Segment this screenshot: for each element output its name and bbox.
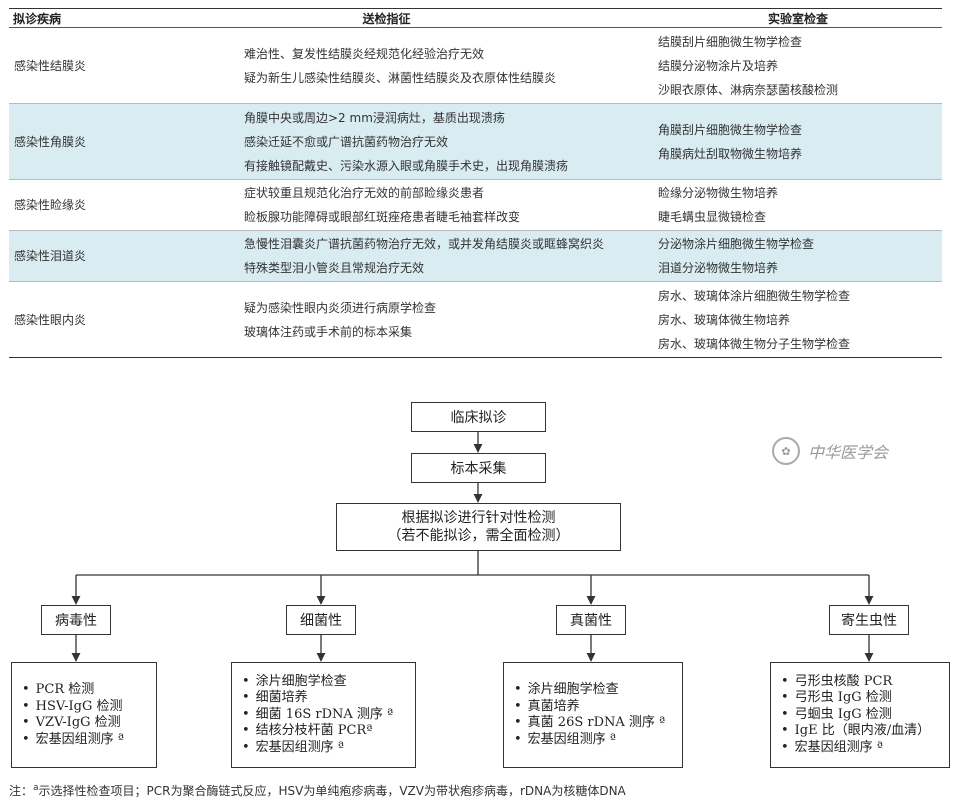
test-item: 弓蛔虫 IgG 检测 [781, 707, 930, 724]
category-viral-label: 病毒性 [55, 613, 97, 629]
table-row: 感染性睑缘炎症状较重且规范化治疗无效的前部睑缘炎患者睑板腺功能障碍或眼部红斑痤疮… [9, 179, 942, 231]
tests-fungal-list: 涂片细胞学检查真菌培养真菌 26S rDNA 测序 ª宏基因组测序 ª [514, 682, 666, 749]
test-item: 涂片细胞学检查 [514, 682, 665, 699]
cell-tests: 房水、玻璃体涂片细胞微生物学检查房水、玻璃体微生物培养房水、玻璃体微生物分子生物… [654, 281, 942, 358]
header-indication: 送检指征 [119, 8, 654, 28]
step-clinical-diagnosis: 临床拟诊 [411, 402, 546, 432]
header-disease: 拟诊疾病 [9, 8, 119, 28]
cell-indications: 疑为感染性眼内炎须进行病原学检查玻璃体注药或手术前的标本采集 [119, 281, 654, 358]
test-line: 睫毛螨虫显微镜检查 [658, 210, 767, 224]
table-row: 感染性眼内炎疑为感染性眼内炎须进行病原学检查玻璃体注药或手术前的标本采集房水、玻… [9, 281, 942, 358]
test-line: 房水、玻璃体微生物培养 [658, 312, 791, 327]
header-tests: 实验室检查 [654, 8, 942, 28]
test-item: 真菌 26S rDNA 测序 ª [514, 715, 666, 732]
table-row: 感染性结膜炎难治性、复发性结膜炎经规范化经验治疗无效疑为新生儿感染性结膜炎、淋菌… [9, 27, 942, 104]
step-sample-collection: 标本采集 [411, 453, 546, 483]
cell-indications: 急慢性泪囊炎广谱抗菌药物治疗无效，或并发角结膜炎或眶蜂窝织炎特殊类型泪小管炎且常… [119, 230, 654, 282]
indication-line: 特殊类型泪小管炎且常规治疗无效 [244, 261, 425, 275]
test-item: 宏基因组测序 ª [514, 732, 665, 749]
test-line: 角膜刮片细胞微生物学检查 [658, 122, 803, 137]
cell-disease: 感染性角膜炎 [9, 103, 119, 180]
test-item: 细菌 16S rDNA 测序 ª [242, 707, 394, 724]
tests-parasitic-list: 弓形虫核酸 PCR弓形虫 IgG 检测弓蛔虫 IgG 检测IgE 比（眼内液/血… [781, 674, 930, 757]
test-line: 房水、玻璃体涂片细胞微生物学检查 [658, 288, 851, 303]
cell-tests: 分泌物涂片细胞微生物学检查泪道分泌物微生物培养 [654, 230, 942, 282]
test-item: 宏基因组测序 ª [781, 740, 930, 757]
indication-line: 玻璃体注药或手术前的标本采集 [244, 324, 413, 339]
cell-disease: 感染性结膜炎 [9, 27, 119, 104]
cell-disease: 感染性泪道炎 [9, 230, 119, 282]
cell-indications: 症状较重且规范化治疗无效的前部睑缘炎患者睑板腺功能障碍或眼部红斑痤疮患者睫毛袖套… [119, 179, 654, 231]
footnote-text: 示选择性检查项目；PCR为聚合酶链式反应，HSV为单纯疱疹病毒，VZV为带状疱疹… [38, 784, 626, 798]
indication-line: 睑板腺功能障碍或眼部红斑痤疮患者睫毛袖套样改变 [244, 210, 521, 224]
watermark: ✿ 中华医学会 [772, 437, 888, 465]
tests-bacterial: 涂片细胞学检查细菌培养细菌 16S rDNA 测序 ª结核分枝杆菌 PCRª宏基… [231, 662, 416, 768]
watermark-text: 中华医学会 [808, 443, 889, 462]
table-header-row: 拟诊疾病 送检指征 实验室检查 [9, 8, 942, 28]
category-fungal-label: 真菌性 [570, 613, 612, 629]
flow-connectors [71, 432, 874, 662]
tests-viral: PCR 检测HSV-IgG 检测VZV-IgG 检测宏基因组测序 ª [11, 662, 157, 768]
category-bacterial: 细菌性 [286, 605, 356, 635]
indication-line: 疑为感染性眼内炎须进行病原学检查 [244, 300, 437, 315]
indication-line: 疑为新生儿感染性结膜炎、淋菌性结膜炎及衣原体性结膜炎 [244, 70, 557, 85]
tests-viral-list: PCR 检测HSV-IgG 检测VZV-IgG 检测宏基因组测序 ª [22, 682, 124, 748]
indication-line: 难治性、复发性结膜炎经规范化经验治疗无效 [244, 46, 485, 61]
footnote: 注：a示选择性检查项目；PCR为聚合酶链式反应，HSV为单纯疱疹病毒，VZV为带… [9, 782, 626, 799]
test-item: HSV-IgG 检测 [22, 699, 124, 716]
tests-fungal: 涂片细胞学检查真菌培养真菌 26S rDNA 测序 ª宏基因组测序 ª [503, 662, 683, 768]
test-line: 分泌物涂片细胞微生物学检查 [658, 237, 815, 251]
test-line: 泪道分泌物微生物培养 [658, 261, 779, 275]
step-sample-collection-label: 标本采集 [450, 461, 507, 477]
test-item: 宏基因组测序 ª [22, 732, 124, 749]
footnote-sup: a [33, 783, 39, 793]
step-targeted-test-line2: （若不能拟诊，需全面检测） [387, 528, 570, 544]
lab-test-table: 拟诊疾病 送检指征 实验室检查 感染性结膜炎难治性、复发性结膜炎经规范化经验治疗… [9, 8, 942, 358]
test-item: IgE 比（眼内液/血清） [781, 723, 930, 740]
category-fungal: 真菌性 [556, 605, 626, 635]
test-item: 涂片细胞学检查 [242, 674, 393, 691]
table-body: 感染性结膜炎难治性、复发性结膜炎经规范化经验治疗无效疑为新生儿感染性结膜炎、淋菌… [9, 27, 942, 358]
seal-icon: ✿ [772, 437, 800, 465]
step-targeted-test: 根据拟诊进行针对性检测 （若不能拟诊，需全面检测） [336, 503, 621, 551]
table-row: 感染性泪道炎急慢性泪囊炎广谱抗菌药物治疗无效，或并发角结膜炎或眶蜂窝织炎特殊类型… [9, 230, 942, 282]
test-item: PCR 检测 [22, 682, 124, 699]
cell-tests: 结膜刮片细胞微生物学检查结膜分泌物涂片及培养沙眼衣原体、淋病奈瑟菌核酸检测 [654, 27, 942, 104]
tests-parasitic: 弓形虫核酸 PCR弓形虫 IgG 检测弓蛔虫 IgG 检测IgE 比（眼内液/血… [770, 662, 950, 768]
test-line: 房水、玻璃体微生物分子生物学检查 [658, 336, 851, 351]
test-item: VZV-IgG 检测 [22, 715, 124, 732]
cell-disease: 感染性眼内炎 [9, 281, 119, 358]
step-targeted-test-line1: 根据拟诊进行针对性检测 [401, 510, 556, 526]
indication-line: 症状较重且规范化治疗无效的前部睑缘炎患者 [244, 186, 485, 200]
cell-tests: 睑缘分泌物微生物培养睫毛螨虫显微镜检查 [654, 179, 942, 231]
category-bacterial-label: 细菌性 [300, 613, 342, 629]
cell-tests: 角膜刮片细胞微生物学检查角膜病灶刮取物微生物培养 [654, 103, 942, 180]
indication-line: 急慢性泪囊炎广谱抗菌药物治疗无效，或并发角结膜炎或眶蜂窝织炎 [244, 237, 605, 251]
footnote-prefix: 注： [9, 784, 34, 798]
test-item: 真菌培养 [514, 699, 665, 716]
cell-disease: 感染性睑缘炎 [9, 179, 119, 231]
category-parasitic-label: 寄生虫性 [841, 613, 897, 629]
category-viral: 病毒性 [41, 605, 111, 635]
step-clinical-diagnosis-label: 临床拟诊 [450, 410, 507, 426]
test-item: 细菌培养 [242, 690, 393, 707]
test-line: 结膜分泌物涂片及培养 [658, 58, 779, 73]
diagnosis-flowchart: 临床拟诊 标本采集 根据拟诊进行针对性检测 （若不能拟诊，需全面检测） 病毒性 … [0, 390, 962, 780]
test-line: 结膜刮片细胞微生物学检查 [658, 34, 803, 49]
test-item: 弓形虫 IgG 检测 [781, 690, 930, 707]
test-item: 宏基因组测序 ª [242, 740, 393, 757]
category-parasitic: 寄生虫性 [829, 605, 909, 635]
test-line: 睑缘分泌物微生物培养 [658, 186, 779, 200]
test-line: 沙眼衣原体、淋病奈瑟菌核酸检测 [658, 82, 839, 97]
test-item: 弓形虫核酸 PCR [781, 674, 930, 691]
test-item: 结核分枝杆菌 PCRª [242, 723, 393, 740]
indication-line: 感染迁延不愈或广谱抗菌药物治疗无效 [244, 134, 449, 149]
test-line: 角膜病灶刮取物微生物培养 [658, 146, 803, 161]
table-row: 感染性角膜炎角膜中央或周边>2 mm浸润病灶，基质出现溃疡感染迁延不愈或广谱抗菌… [9, 103, 942, 180]
indication-line: 角膜中央或周边>2 mm浸润病灶，基质出现溃疡 [244, 110, 505, 125]
cell-indications: 角膜中央或周边>2 mm浸润病灶，基质出现溃疡感染迁延不愈或广谱抗菌药物治疗无效… [119, 103, 654, 180]
cell-indications: 难治性、复发性结膜炎经规范化经验治疗无效疑为新生儿感染性结膜炎、淋菌性结膜炎及衣… [119, 27, 654, 104]
indication-line: 有接触镜配戴史、污染水源入眼或角膜手术史，出现角膜溃疡 [244, 158, 569, 173]
tests-bacterial-list: 涂片细胞学检查细菌培养细菌 16S rDNA 测序 ª结核分枝杆菌 PCRª宏基… [242, 674, 394, 757]
